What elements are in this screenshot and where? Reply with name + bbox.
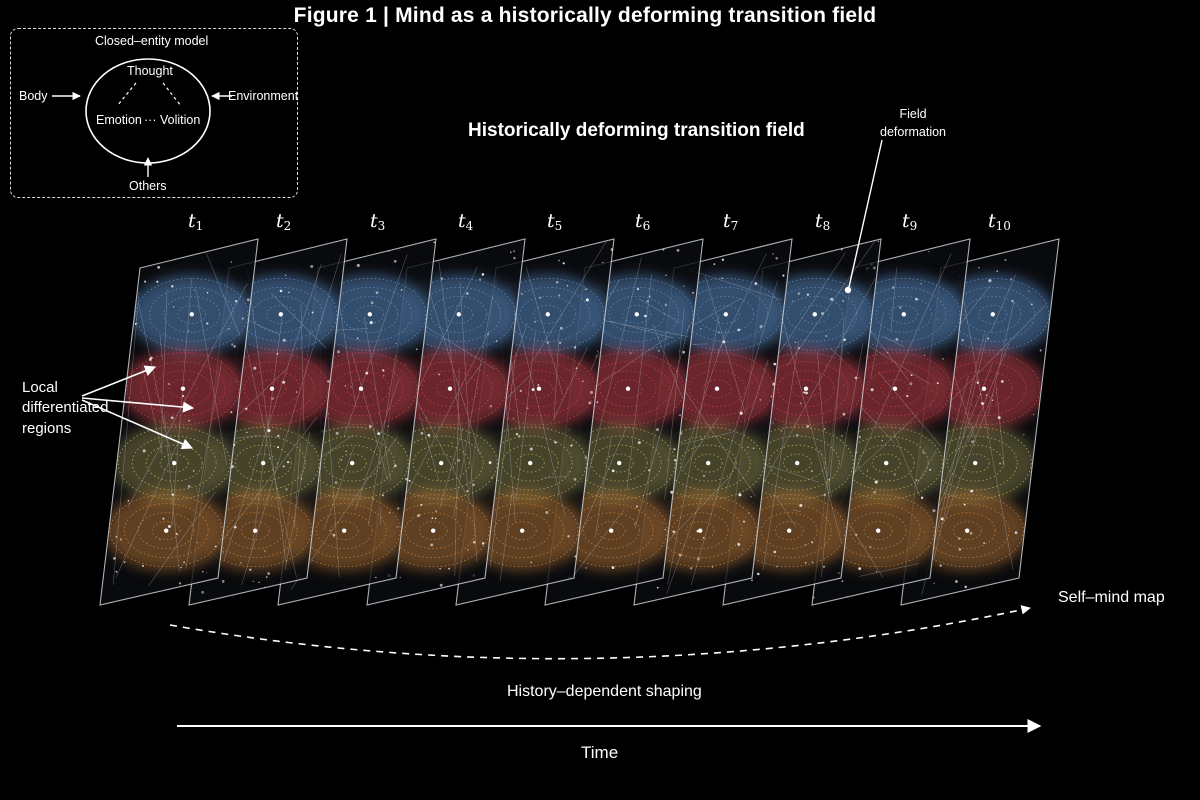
- thought-volition-link: [162, 82, 182, 107]
- input-environment: Environment: [228, 89, 299, 103]
- closed-entity-diagram: [52, 58, 232, 177]
- field-deformation-label: Field deformation: [880, 107, 947, 139]
- local-regions-pointers: [81, 365, 195, 450]
- figure-title: Figure 1 | Mind as a historically deform…: [293, 4, 877, 27]
- time-label-7: t7: [723, 210, 739, 233]
- self-mind-map-label: Self–mind map: [1058, 589, 1165, 606]
- node-thought: Thought: [127, 64, 173, 78]
- inset-heading: Closed–entity model: [95, 34, 209, 48]
- thought-emotion-link: [116, 82, 137, 107]
- field-panels: [99, 238, 1060, 606]
- time-label-6: t6: [635, 210, 651, 233]
- time-label-10: t10: [988, 210, 1011, 233]
- field-deformation-pointer: [844, 139, 883, 294]
- time-label-5: t5: [547, 210, 563, 233]
- field-subtitle: Historically deforming transition field: [468, 120, 805, 141]
- history-curve: [169, 605, 1031, 660]
- time-label-2: t2: [276, 210, 292, 233]
- time-label-9: t9: [902, 210, 918, 233]
- node-volition: Volition: [160, 113, 201, 127]
- input-others: Others: [129, 179, 167, 193]
- closed-entity-inset: [10, 28, 298, 198]
- node-ellipsis: ···: [144, 113, 157, 127]
- time-label-3: t3: [370, 210, 386, 233]
- node-emotion: Emotion: [96, 113, 142, 127]
- time-label-4: t4: [458, 210, 474, 233]
- history-shaping-label: History–dependent shaping: [507, 683, 702, 700]
- input-body: Body: [19, 89, 48, 103]
- time-label-1: t1: [188, 210, 204, 233]
- time-axis-label: Time: [581, 743, 619, 762]
- time-label-8: t8: [815, 210, 831, 233]
- local-regions-label: Local differentiated regions: [22, 379, 109, 437]
